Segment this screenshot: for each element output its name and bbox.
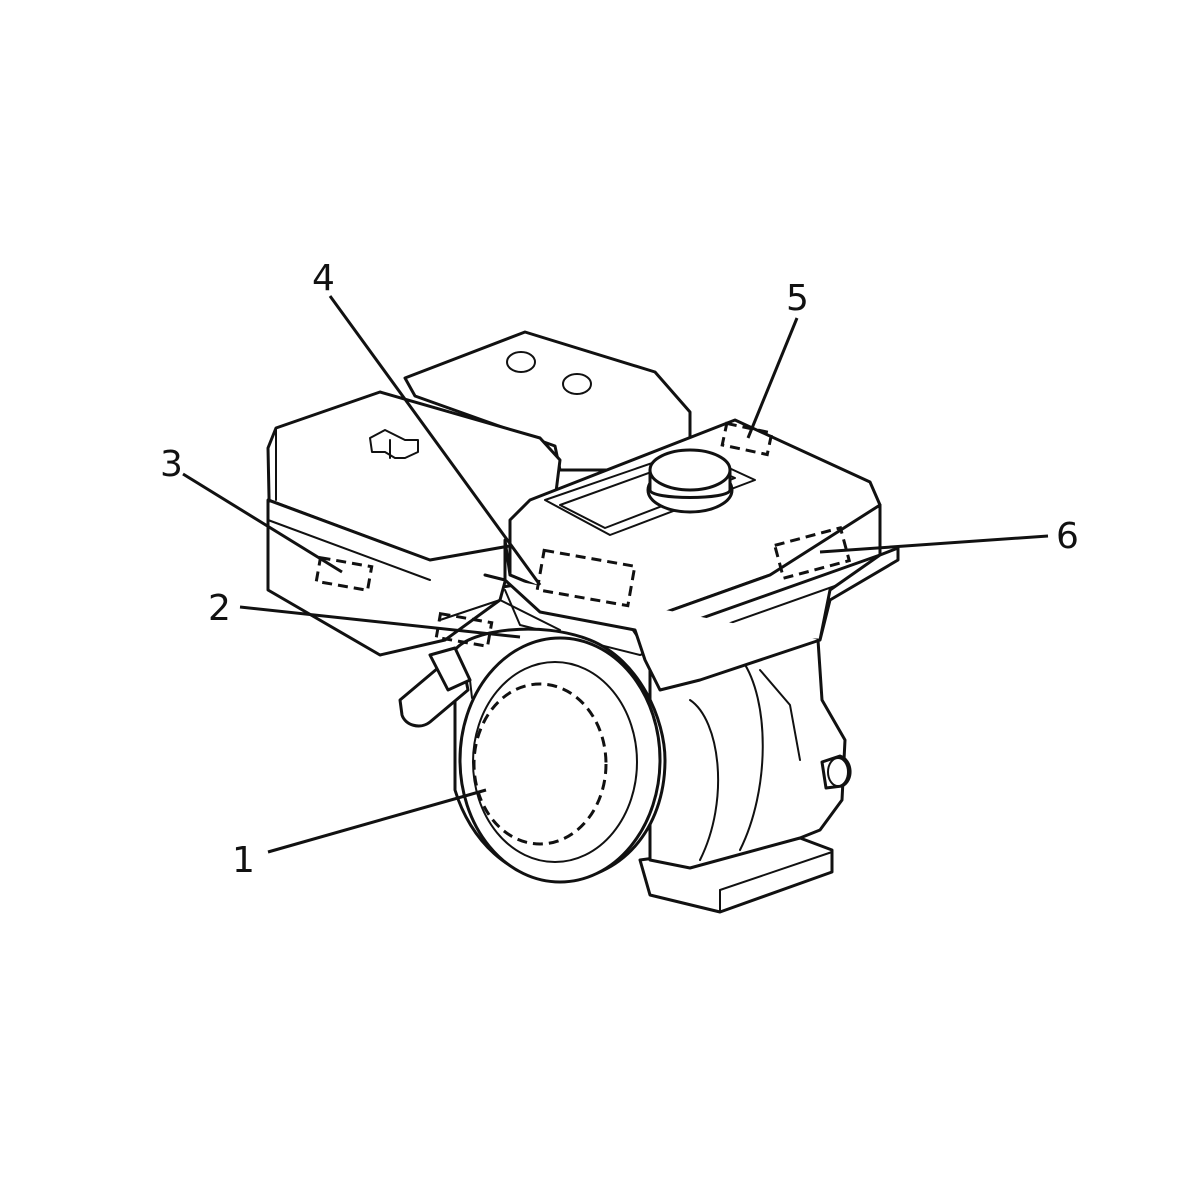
recoil-starter	[439, 599, 667, 884]
shroud-hole-2-icon	[562, 373, 592, 395]
label-area-1	[472, 682, 608, 846]
label-area-3	[314, 555, 374, 593]
shroud-hole-1-icon	[506, 351, 536, 373]
leader-line-5	[746, 317, 799, 439]
callout-1: 1	[232, 840, 255, 881]
callout-5: 5	[786, 278, 809, 319]
callout-3: 3	[160, 444, 183, 485]
leader-line-6	[819, 534, 1049, 554]
fuel-tank	[483, 418, 900, 692]
label-area-4	[535, 548, 637, 608]
callout-2: 2	[208, 588, 231, 629]
leader-line-3	[182, 472, 343, 574]
leader-lines	[182, 295, 1049, 854]
leader-line-4	[328, 295, 542, 586]
leader-line-1	[267, 788, 487, 854]
callout-6: 6	[1056, 516, 1079, 557]
choke-knob-icon	[398, 646, 473, 728]
leader-line-2	[239, 605, 521, 639]
wing-nut-icon	[369, 429, 419, 459]
label-area-6	[772, 525, 852, 581]
callout-4: 4	[312, 258, 335, 299]
callout-labels: 1 2 3 4 5 6	[160, 258, 1079, 881]
label-area-5	[720, 421, 774, 457]
